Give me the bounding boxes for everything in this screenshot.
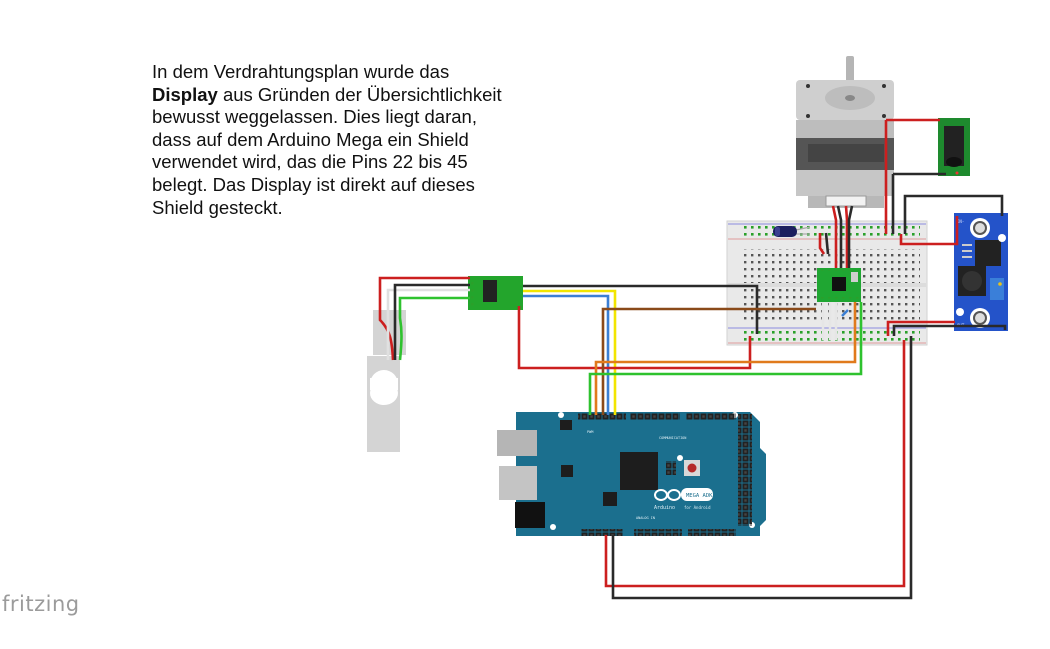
wire-buck-black-in — [903, 194, 1004, 234]
hx711-module — [468, 276, 523, 310]
stepper-motor — [796, 56, 894, 208]
wire-cap-red — [818, 233, 826, 255]
note-bold-display: Display — [152, 83, 218, 105]
wire-hx-yellow — [523, 289, 617, 415]
wire-green — [588, 302, 863, 415]
wire-motor-black-2 — [847, 205, 854, 268]
wire-loadcell-black — [393, 283, 470, 360]
mega-adk-badge: MEGA ADK — [686, 493, 713, 499]
capacitor — [773, 226, 811, 237]
wire-hx-black — [523, 284, 759, 334]
wire-motor-red-1 — [831, 205, 838, 268]
note-line-7: Shield gesteckt. — [152, 196, 283, 218]
mega-adk-badge-sub: for Android — [684, 505, 711, 510]
wire-jack-black — [891, 172, 946, 234]
stepper-driver — [817, 268, 861, 340]
wire-loadcell-green — [398, 296, 470, 361]
dc-barrel-jack — [938, 118, 970, 176]
note-line-5: verwendet wird, das die Pins 22 bis 45 — [152, 151, 468, 173]
wire-arduino-black — [611, 336, 913, 600]
explanatory-note: In dem Verdrahtungsplan wurde das Displa… — [152, 61, 612, 219]
wire-motor-red-2 — [844, 205, 849, 268]
note-line-4: dass auf dem Arduino Mega ein Shield — [152, 128, 469, 150]
wire-arduino-red — [604, 340, 906, 588]
wire-hx-blue — [523, 294, 610, 415]
wire-buck-red-in — [899, 216, 959, 246]
wire-orange — [594, 302, 857, 415]
note-line-1: In dem Verdrahtungsplan wurde das — [152, 61, 450, 82]
wires — [378, 118, 1007, 600]
note-line-6: belegt. Das Display ist direkt auf diese… — [152, 173, 475, 195]
wire-hx-red — [517, 306, 752, 370]
arduino-logo-text: Arduino — [654, 505, 675, 511]
arduino-mega: Arduino MEGA ADK for Android COMMUNICATI… — [497, 412, 766, 536]
note-line-2-rest: aus Gründen der Übersichtlichkeit — [217, 83, 502, 105]
note-line-2: Display aus Gründen der Übersichtlichkei… — [152, 84, 612, 107]
wire-buck-red-out — [886, 320, 955, 336]
buck-converter: IN- OUT- — [954, 213, 1008, 331]
wire-brown — [601, 307, 816, 415]
pwm-label: PWM — [587, 430, 593, 434]
load-cell — [367, 310, 406, 452]
analog-in-label: ANALOG IN — [636, 516, 655, 520]
wire-loadcell-white — [386, 288, 470, 360]
wire-cap-black — [824, 232, 830, 255]
communication-label: COMMUNICATION — [659, 436, 686, 440]
wire-jack-red — [884, 118, 940, 234]
wire-buck-black-out — [892, 324, 1007, 336]
fritzing-logo: fritzing — [2, 592, 80, 616]
buck-label-in-minus: IN- — [957, 219, 964, 224]
wire-motor-black-1 — [836, 205, 843, 268]
note-line-3: bewusst weggelassen. Dies liegt daran, — [152, 106, 477, 128]
